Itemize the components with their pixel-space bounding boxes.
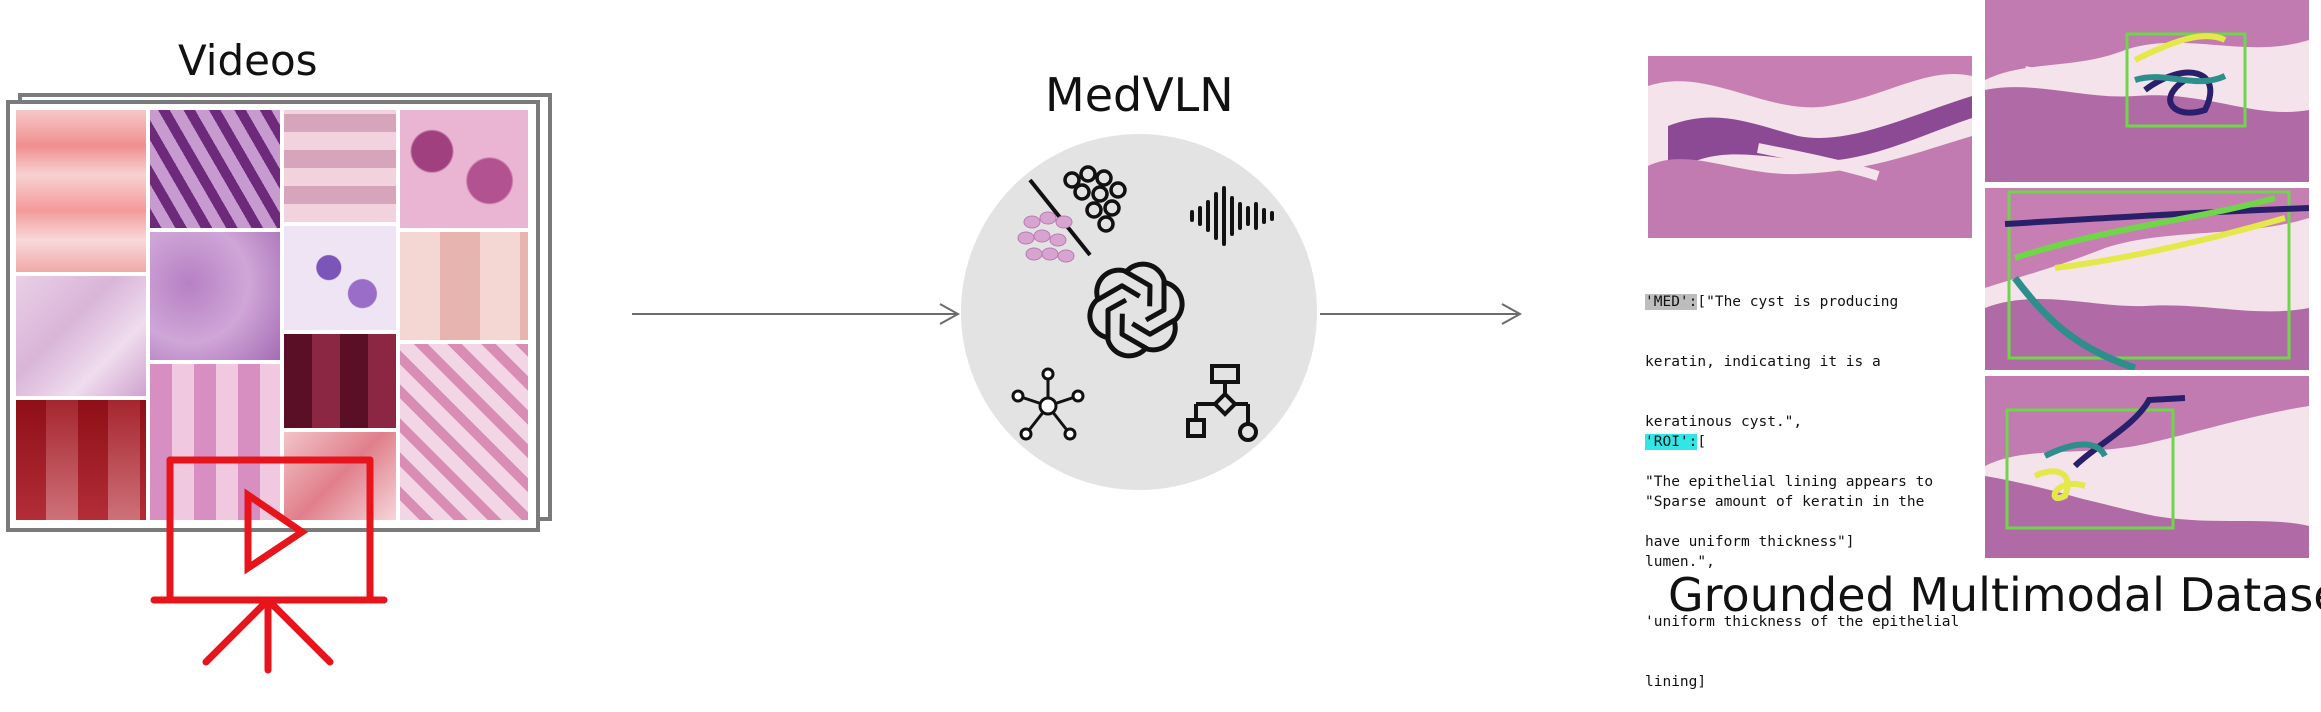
video-thumbnail (150, 110, 280, 228)
video-thumbnail (284, 110, 396, 222)
flow-arrow-line (632, 313, 958, 315)
video-thumbnail (400, 232, 528, 340)
flowchart-icon (1186, 364, 1258, 442)
videos-title: Videos (178, 36, 318, 85)
cells-icon (1017, 165, 1127, 263)
video-presentation-icon (150, 456, 388, 674)
video-thumbnail (16, 276, 146, 396)
arrow-head-icon (1501, 303, 1523, 325)
video-thumbnail (284, 334, 396, 428)
video-thumbnail (400, 110, 528, 228)
arrow-head-icon (939, 303, 961, 325)
roi-line: "Sparse amount of keratin in the (1645, 494, 1925, 510)
roi-key: 'ROI': (1645, 434, 1698, 450)
roi-trajectory-image (1985, 376, 2309, 558)
audio-waveform-icon (1190, 186, 1274, 246)
video-thumbnail (16, 110, 146, 272)
roi-annotation-block: 'ROI':[ "Sparse amount of keratin in the… (1645, 392, 1959, 712)
roi-trajectory-image (1985, 188, 2309, 370)
medvln-title: MedVLN (1045, 68, 1234, 122)
openai-logo-icon (1087, 261, 1185, 359)
med-line: have uniform thickness"] (1645, 534, 1855, 550)
video-thumbnail-mosaic (6, 100, 540, 532)
video-thumbnail (400, 344, 528, 520)
flow-arrow-line (1320, 313, 1520, 315)
histology-image (1648, 56, 1972, 238)
med-key: 'MED': (1645, 294, 1698, 310)
graph-network-icon (1011, 367, 1085, 441)
video-thumbnail (284, 432, 396, 520)
dataset-title: Grounded Multimodal Dataset (1668, 568, 2321, 622)
med-line: "The epithelial lining appears to (1645, 474, 1934, 490)
roi-trajectory-image (1985, 0, 2309, 182)
video-thumbnail (150, 232, 280, 360)
roi-line: lumen.", (1645, 554, 1715, 570)
roi-line: 'uniform thickness of the epithelial (1645, 614, 1960, 630)
video-thumbnail (284, 226, 396, 330)
med-line: ["The cyst is producing (1697, 294, 1899, 310)
med-annotation-block: 'MED':["The cyst is producing keratin, i… (1645, 252, 1933, 572)
med-line: keratinous cyst.", (1645, 414, 1803, 430)
roi-line: [ (1697, 434, 1707, 450)
video-thumbnail (16, 400, 146, 520)
roi-line: lining] (1645, 674, 1707, 690)
med-line: keratin, indicating it is a (1645, 354, 1881, 370)
